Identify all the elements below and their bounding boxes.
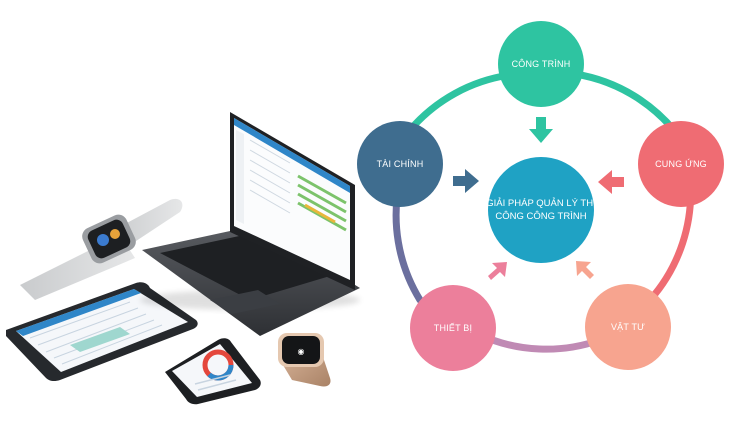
- smartwatch-gold: ◉: [278, 333, 331, 387]
- tablet: [6, 282, 198, 382]
- center-label-line2: CÔNG CÔNG TRÌNH: [495, 211, 586, 222]
- node-label-cong-trinh: CÔNG TRÌNH: [512, 59, 571, 69]
- node-label-tai-chinh: TÀI CHÍNH: [377, 159, 424, 169]
- arrow-from-tai-chinh: [453, 169, 479, 193]
- node-label-vat-tu: VẬT TƯ: [611, 322, 645, 332]
- ring-arc: [476, 331, 604, 353]
- inflow-arrows: [453, 117, 624, 280]
- devices-mockup: ◉: [6, 112, 360, 405]
- node-cong-trinh: CÔNG TRÌNH: [498, 21, 584, 107]
- laptop: [140, 112, 360, 336]
- svg-text:◉: ◉: [298, 347, 305, 356]
- node-thiet-bi: THIẾT BỊ: [410, 285, 496, 371]
- center-node: GIẢI PHÁP QUẢN LÝ THI CÔNG CÔNG TRÌNH: [486, 157, 596, 263]
- arrow-from-cung-ung: [598, 170, 624, 194]
- arrow-from-thiet-bi: [488, 262, 507, 280]
- center-label-line1: GIẢI PHÁP QUẢN LÝ THI: [486, 197, 595, 209]
- node-label-thiet-bi: THIẾT BỊ: [434, 323, 472, 333]
- ring-arc: [406, 71, 514, 134]
- node-cung-ung: CUNG ỨNG: [638, 121, 724, 207]
- node-tai-chinh: TÀI CHÍNH: [357, 121, 443, 207]
- smartwatch-silver: [20, 198, 183, 300]
- solution-cycle-diagram: GIẢI PHÁP QUẢN LÝ THI CÔNG CÔNG TRÌNH CÔ…: [357, 21, 724, 371]
- arrow-from-cong-trinh: [529, 117, 553, 143]
- node-label-cung-ung: CUNG ỨNG: [655, 159, 707, 169]
- smartphone: [165, 338, 261, 405]
- arrow-from-vat-tu: [576, 261, 594, 279]
- node-vat-tu: VẬT TƯ: [585, 284, 671, 370]
